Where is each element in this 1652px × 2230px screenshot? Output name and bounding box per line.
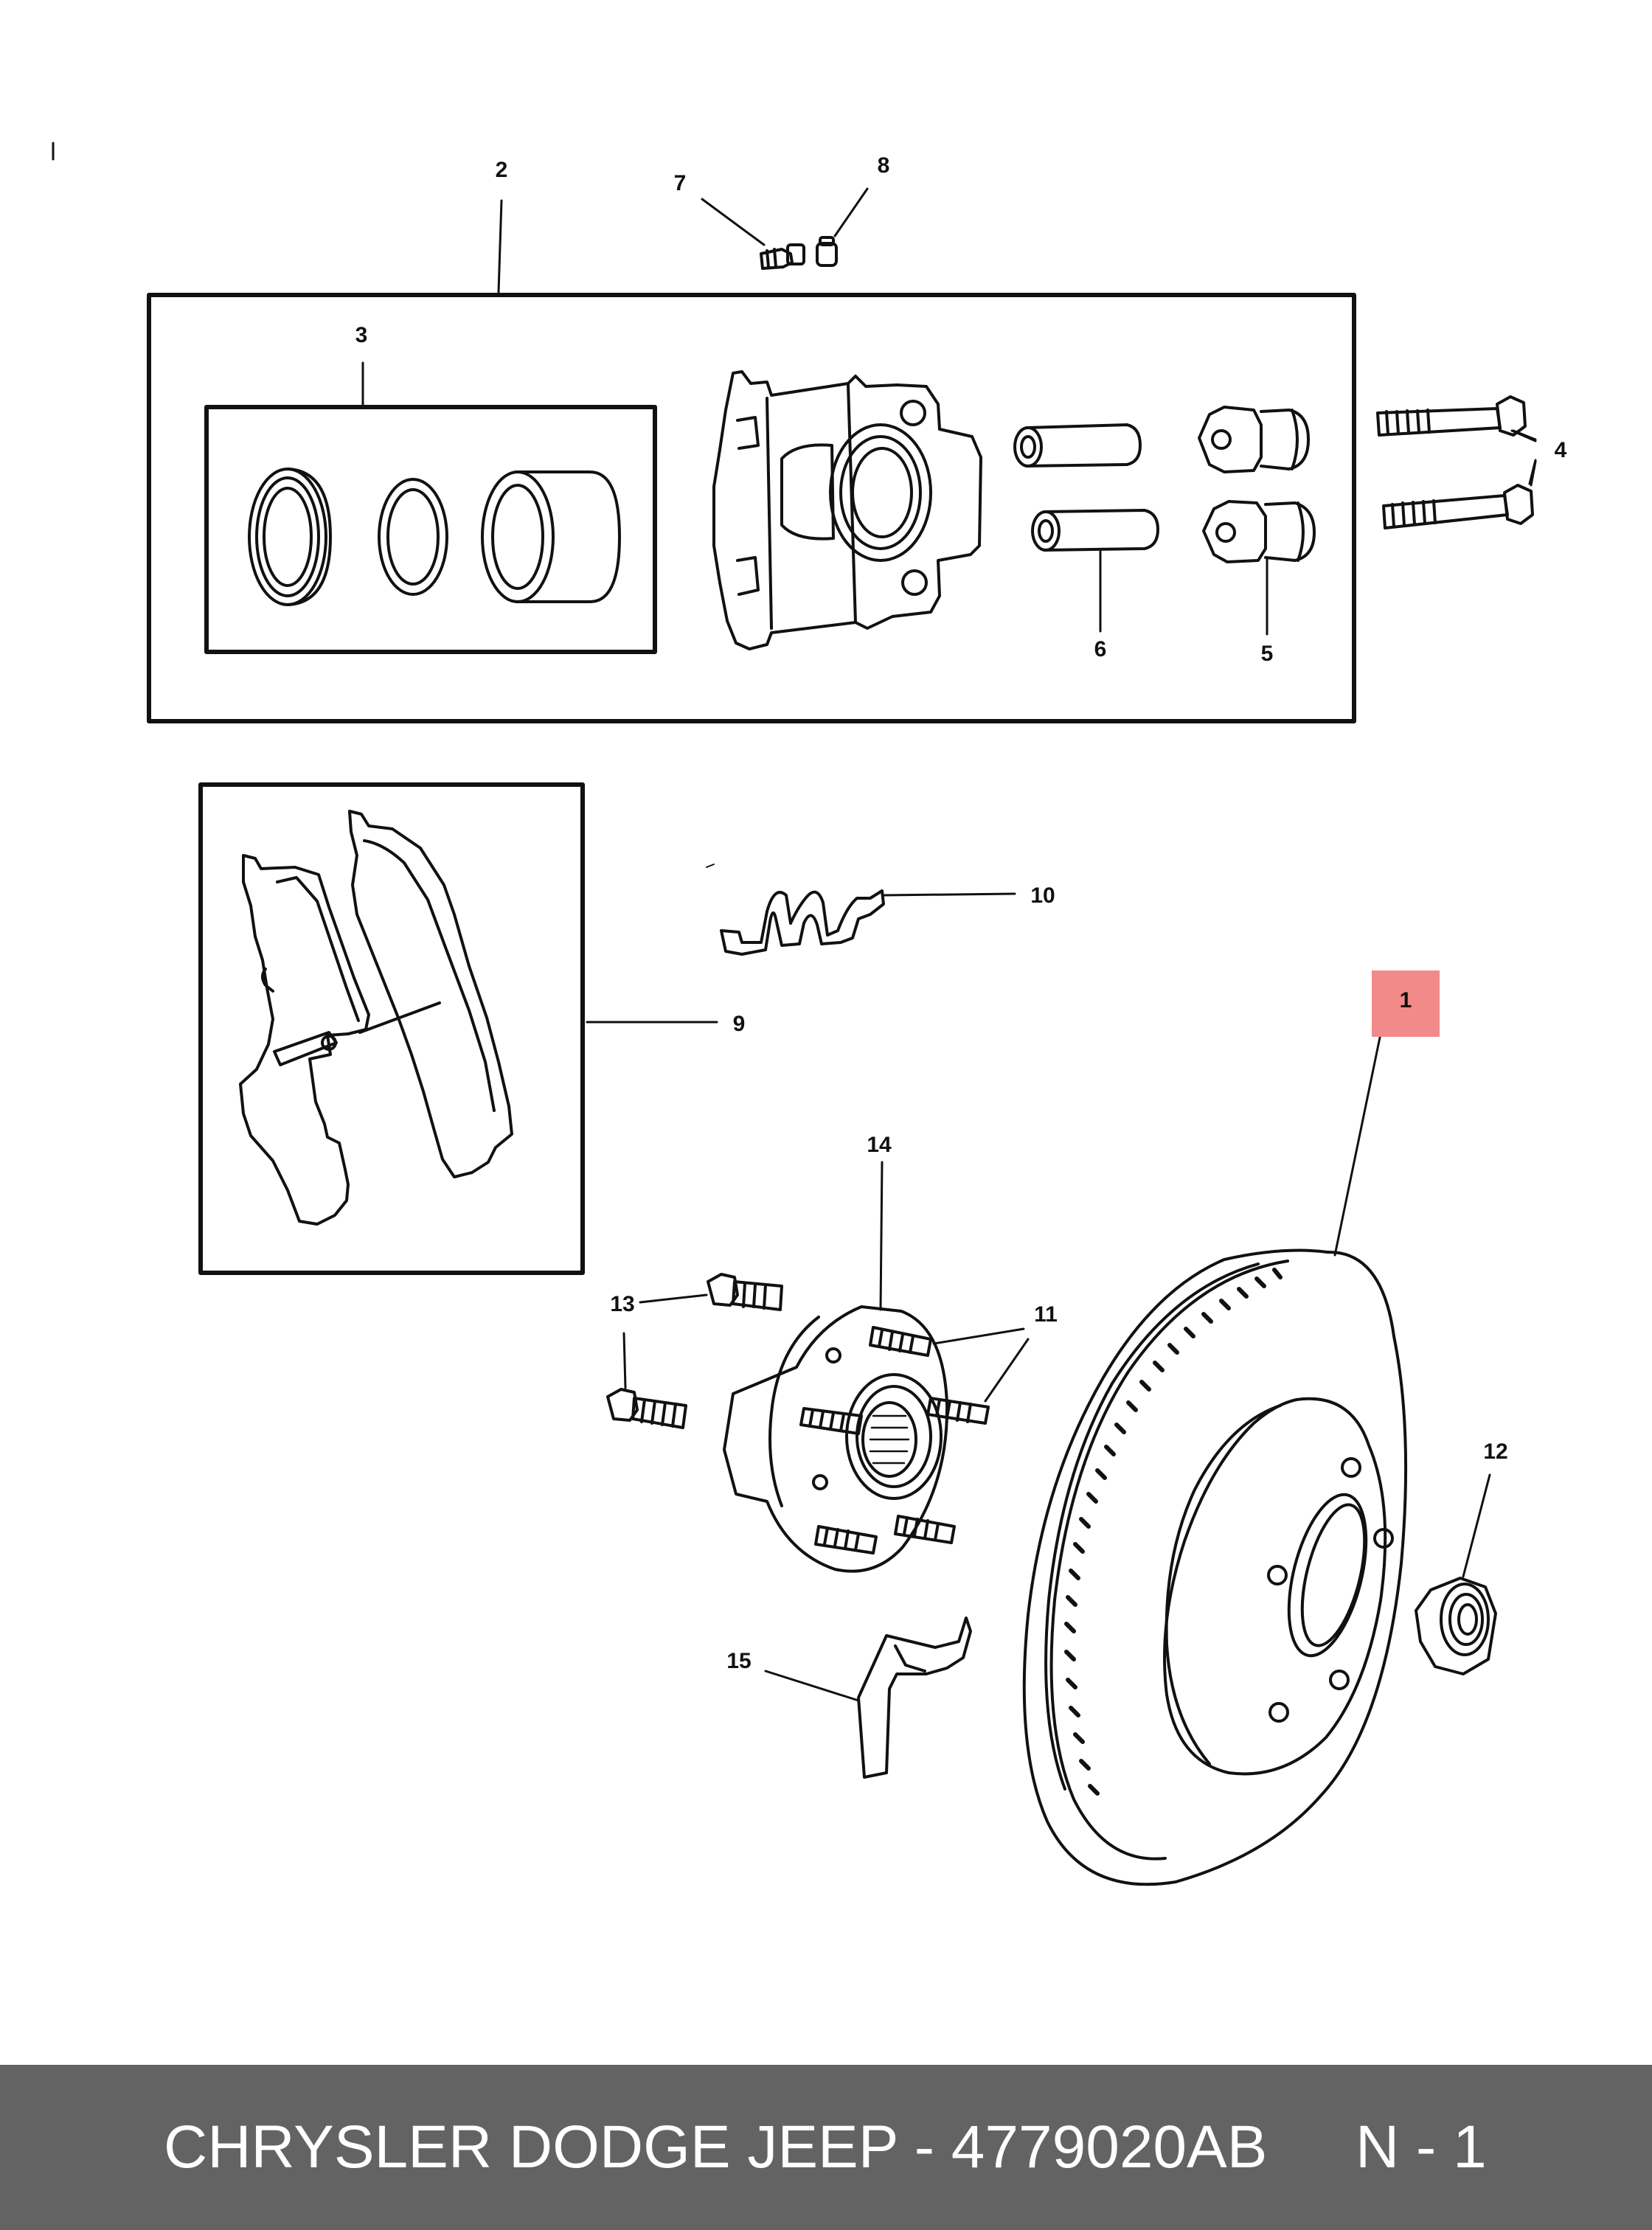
caliper-bolt-lower-icon <box>1382 484 1534 529</box>
footer-title: CHRYSLER DODGE JEEP - 4779020AB <box>164 2113 1268 2181</box>
brake-pad-outer-icon <box>348 810 513 1178</box>
caliper-housing-icon <box>712 370 982 650</box>
splash-shield-icon <box>857 1616 972 1779</box>
piston-icon <box>481 470 621 603</box>
hub-bolt-lower-icon <box>606 1388 687 1429</box>
hub-nut-icon <box>1415 1577 1497 1675</box>
callout-8: 8 <box>878 153 890 178</box>
callout-12: 12 <box>1483 1439 1507 1464</box>
bleeder-cap-icon <box>816 236 838 267</box>
callout-13: 13 <box>610 1292 634 1316</box>
hub-bolt-upper-icon <box>707 1273 783 1311</box>
callout-11: 11 <box>1034 1302 1058 1327</box>
callout-15: 15 <box>726 1649 751 1673</box>
bushing-upper-icon <box>1198 406 1310 473</box>
callout-1: 1 <box>1400 988 1412 1012</box>
callout-6: 6 <box>1094 637 1107 661</box>
footer-bar: CHRYSLER DODGE JEEP - 4779020AB N - 1 <box>0 2065 1652 2230</box>
callout-1-highlight <box>1372 970 1440 1037</box>
hub-bearing-icon <box>723 1305 949 1573</box>
piston-seal-icon <box>378 478 448 596</box>
piston-kit-box <box>204 405 657 654</box>
brake-rotor-icon <box>1022 1248 1408 1886</box>
callout-10: 10 <box>1030 883 1055 908</box>
bleeder-screw-icon <box>760 243 805 270</box>
parts-diagram: 1 2 3 4 5 6 7 8 9 10 11 12 13 14 15 <box>52 142 1567 1886</box>
guide-pin-upper-icon <box>1013 423 1142 468</box>
callout-14: 14 <box>867 1133 892 1157</box>
bushing-lower-icon <box>1202 500 1316 563</box>
callout-7: 7 <box>674 171 687 195</box>
callout-4: 4 <box>1555 438 1567 462</box>
guide-pin-lower-icon <box>1031 509 1159 552</box>
callout-5: 5 <box>1261 642 1274 666</box>
brake-pad-inner-icon <box>239 854 370 1226</box>
caliper-kit-box <box>147 293 1356 723</box>
wheel-stud-icon <box>799 1326 990 1555</box>
pad-clip-icon <box>273 1031 338 1066</box>
piston-boot-icon <box>248 468 332 606</box>
callout-3: 3 <box>355 323 368 347</box>
callout-2: 2 <box>496 158 508 182</box>
anti-rattle-clip-icon <box>706 864 885 956</box>
callout-9: 9 <box>733 1012 746 1036</box>
footer-page-number: N - 1 <box>1356 2113 1487 2181</box>
brake-pad-box <box>198 782 585 1275</box>
caliper-bolt-upper-icon <box>1376 395 1527 437</box>
